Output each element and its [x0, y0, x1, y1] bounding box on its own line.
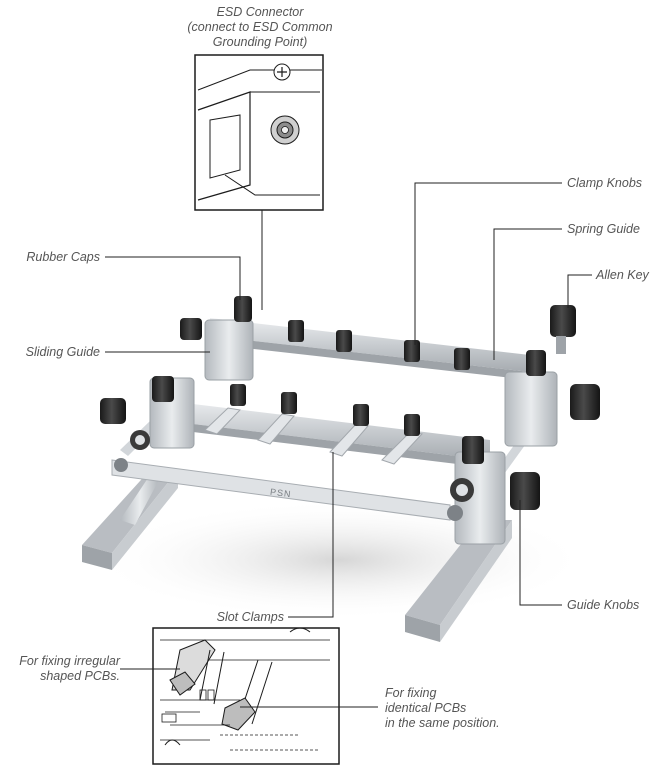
leader-clamp-knobs	[414, 182, 562, 345]
esd-connector-label: ESD Connector (connect to ESD Common Gro…	[160, 5, 360, 50]
floor-shadow	[90, 500, 590, 620]
leader-allen-key	[567, 274, 592, 308]
leader-guide-knobs	[519, 500, 562, 606]
identical-pcb-note: For fixing identical PCBs in the same po…	[385, 686, 500, 731]
irregular-pcb-note: For fixing irregular shaped PCBs.	[0, 654, 120, 684]
front-rail	[160, 400, 490, 468]
irregular-pcb-line1: For fixing irregular	[19, 654, 120, 668]
slot-clamp-inset	[152, 627, 340, 765]
product-logo-text: PSN	[269, 486, 293, 500]
irregular-pcb-line2: shaped PCBs.	[40, 669, 120, 683]
left-rod-cap	[114, 458, 128, 472]
clamp-knobs-label: Clamp Knobs	[567, 176, 643, 190]
leader-spring-guide	[493, 228, 562, 360]
identical-pcb-line3: in the same position.	[385, 716, 500, 730]
esd-connector-line2: (connect to ESD Common	[187, 20, 333, 34]
esd-connector-line3: Grounding Point)	[212, 35, 308, 49]
leader-rubber-caps	[105, 256, 241, 300]
allen-key-label: Allen Key	[596, 268, 649, 282]
slot-clamp-sliders	[204, 407, 424, 465]
identical-pcb-line1: For fixing	[385, 686, 437, 700]
guide-knobs-label: Guide Knobs	[567, 598, 640, 612]
esd-connector-title: ESD Connector	[216, 5, 304, 19]
slot-clamps-label: Slot Clamps	[216, 610, 284, 624]
right-stand	[405, 520, 512, 642]
leader-slot-clamps	[288, 452, 334, 618]
sliding-guide-label: Sliding Guide	[25, 345, 100, 359]
left-stand	[82, 470, 178, 570]
leader-lines	[105, 182, 592, 708]
right-rod-cap	[447, 505, 463, 521]
esd-inset	[194, 54, 324, 211]
allen-key-drawing	[550, 305, 576, 354]
identical-pcb-line2: identical PCBs	[385, 701, 467, 715]
back-rail	[210, 318, 530, 380]
spring-guide-label: Spring Guide	[567, 222, 640, 236]
rubber-caps-label: Rubber Caps	[26, 250, 100, 264]
knobs	[100, 296, 600, 510]
